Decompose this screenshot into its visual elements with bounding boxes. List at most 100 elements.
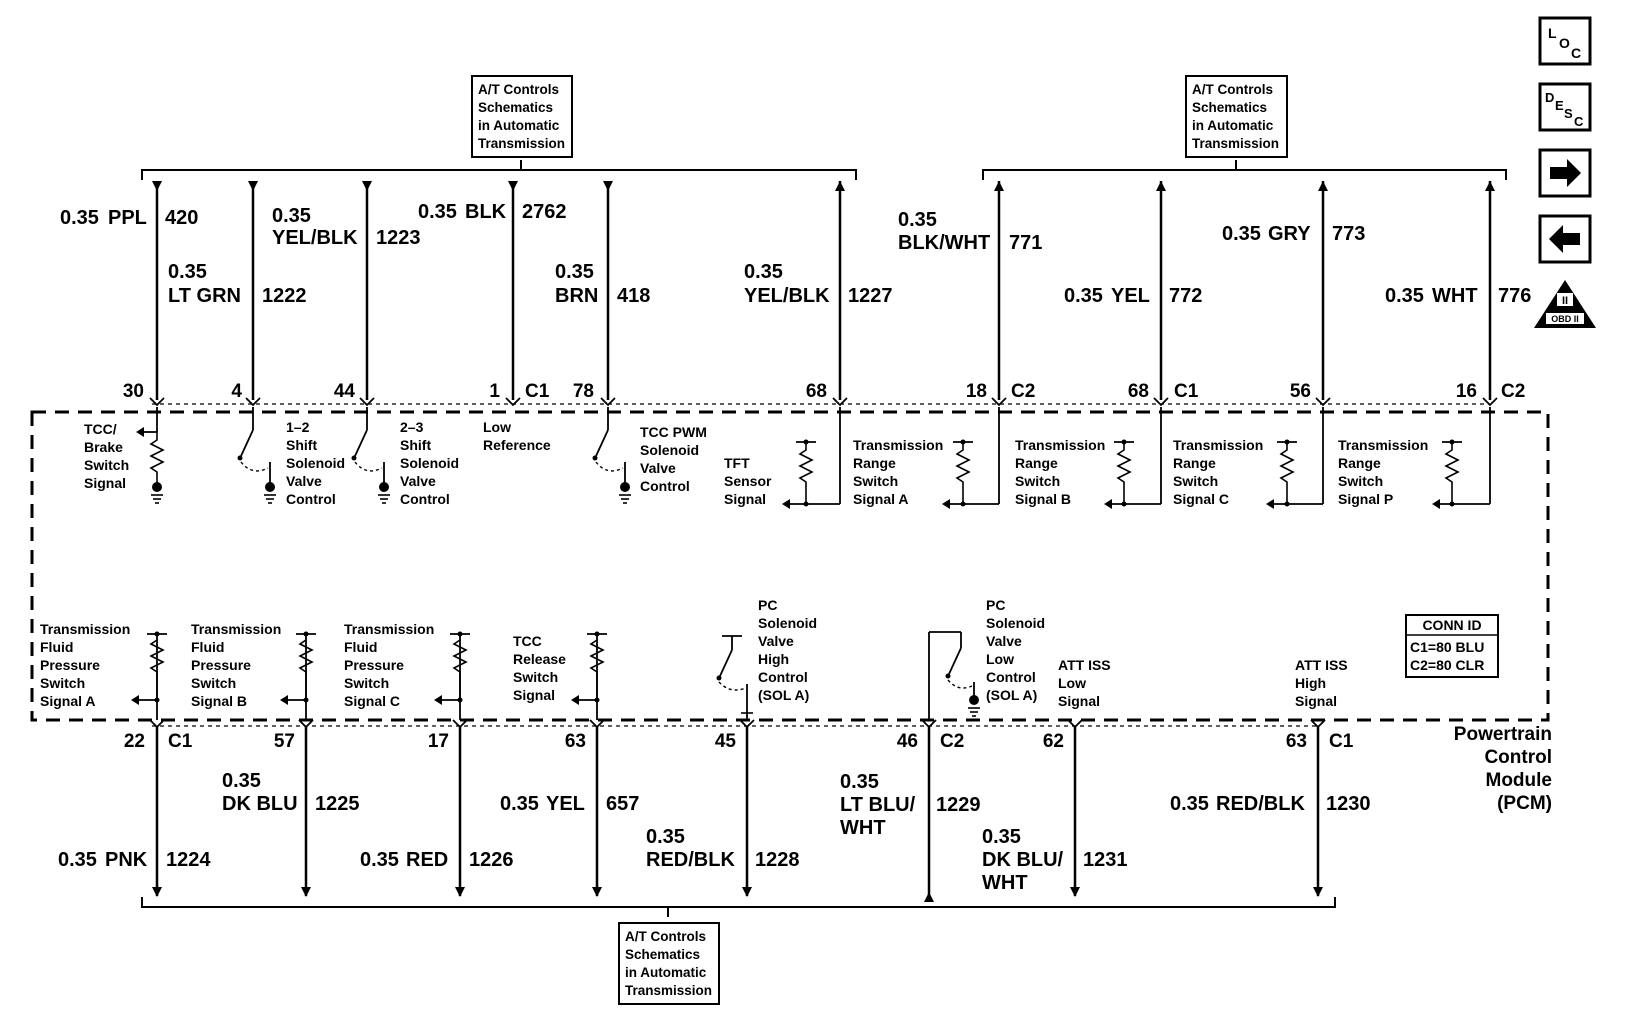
pin-number: 18 bbox=[966, 381, 987, 402]
loc-button[interactable]: L O C bbox=[1538, 16, 1592, 66]
wire-circuit: 1226 bbox=[469, 849, 514, 871]
wire-color: DK BLU/ bbox=[982, 849, 1064, 871]
pcm-boundary bbox=[30, 410, 1550, 722]
wire-circuit-773[interactable]: 0.35 GRY 773 56 bbox=[1222, 181, 1365, 407]
wire-circuit-2762[interactable]: 0.35 BLK 2762 1 C1 bbox=[418, 181, 567, 407]
wire-circuit-1222[interactable]: 0.35 LT GRN 1222 4 bbox=[168, 181, 307, 407]
wire-color-2: WHT bbox=[840, 817, 886, 839]
wire-color-2: WHT bbox=[982, 872, 1028, 894]
component-label: PC bbox=[986, 597, 1005, 613]
reference-line: A/T Controls bbox=[625, 929, 706, 944]
svg-text:Fluid: Fluid bbox=[191, 639, 224, 655]
next-button[interactable] bbox=[1538, 148, 1592, 198]
svg-text:Range: Range bbox=[853, 455, 896, 471]
wire-circuit-776[interactable]: 0.35 WHT 776 16 C2 bbox=[1385, 181, 1531, 407]
svg-text:Reference: Reference bbox=[483, 437, 551, 453]
connector-id: C1 bbox=[1329, 731, 1354, 752]
wire-color: BLK bbox=[465, 201, 507, 223]
wire-circuit-1230[interactable]: 63 C1 0.35 RED/BLK 1230 bbox=[1170, 719, 1371, 897]
svg-text:Control: Control bbox=[986, 669, 1036, 685]
wire-circuit-1223[interactable]: 0.35 YEL/BLK 1223 44 bbox=[272, 181, 421, 407]
wire-circuit-1225[interactable]: 57 0.35 DK BLU 1225 bbox=[222, 719, 360, 897]
wire-circuit: 1231 bbox=[1083, 849, 1128, 871]
pin-number: 68 bbox=[806, 381, 827, 402]
reference-box-top-left[interactable]: A/T Controls Schematics in Automatic Tra… bbox=[471, 75, 573, 158]
wire-color: LT BLU/ bbox=[840, 794, 916, 816]
svg-text:O: O bbox=[1559, 35, 1570, 51]
svg-text:Signal C: Signal C bbox=[344, 693, 400, 709]
svg-text:Signal: Signal bbox=[84, 475, 126, 491]
svg-text:Shift: Shift bbox=[286, 437, 317, 453]
reference-box-bottom[interactable]: A/T Controls Schematics in Automatic Tra… bbox=[618, 922, 720, 1005]
wire-circuit-1224[interactable]: 22 C1 0.35 PNK 1224 bbox=[58, 719, 211, 897]
arrow-left-icon bbox=[1549, 225, 1580, 253]
reference-box-top-right[interactable]: A/T Controls Schematics in Automatic Tra… bbox=[1185, 75, 1288, 158]
svg-text:Signal: Signal bbox=[1295, 693, 1337, 709]
reference-line: A/T Controls bbox=[478, 82, 559, 97]
svg-text:Valve: Valve bbox=[400, 473, 436, 489]
svg-text:Valve: Valve bbox=[986, 633, 1022, 649]
svg-text:Switch: Switch bbox=[853, 473, 898, 489]
component-label: PC bbox=[758, 597, 777, 613]
wire-color: BRN bbox=[555, 285, 598, 307]
desc-button[interactable]: D E S C bbox=[1538, 82, 1592, 132]
reference-line: Transmission bbox=[625, 983, 712, 998]
tcc-pwm-driver: TCC PWM Solenoid Valve Control bbox=[592, 407, 707, 504]
range-switch-b-circuit: Transmission Range Switch Signal B bbox=[1015, 407, 1162, 509]
wire-circuit-420[interactable]: 0.35 PPL 420 30 bbox=[60, 181, 198, 407]
svg-text:Switch: Switch bbox=[40, 675, 85, 691]
wire-circuit-772[interactable]: 0.35 YEL 772 68 C1 bbox=[1064, 181, 1202, 407]
wire-size: 0.35 bbox=[982, 826, 1021, 848]
svg-text:Signal: Signal bbox=[724, 491, 766, 507]
wire-circuit-771[interactable]: 0.35 BLK/WHT 771 18 C2 bbox=[898, 181, 1042, 407]
svg-text:Range: Range bbox=[1015, 455, 1058, 471]
wire-circuit: 1229 bbox=[936, 794, 981, 816]
wire-circuit-1227[interactable]: 0.35 YEL/BLK 1227 68 bbox=[744, 181, 893, 407]
reference-line: A/T Controls bbox=[1192, 82, 1273, 97]
svg-text:Fluid: Fluid bbox=[344, 639, 377, 655]
pin-number: 57 bbox=[274, 731, 295, 752]
connector-id: C2 bbox=[940, 731, 964, 752]
pin-number: 22 bbox=[124, 731, 145, 752]
wire-size: 0.35 bbox=[418, 201, 457, 223]
pin-number: 44 bbox=[334, 381, 356, 402]
wire-circuit-657[interactable]: 63 0.35 YEL 657 bbox=[500, 719, 639, 897]
reference-line: Schematics bbox=[625, 947, 700, 962]
pin-number: 1 bbox=[489, 381, 500, 402]
obd-ii-button[interactable]: II OBD II bbox=[1534, 280, 1596, 328]
svg-text:(SOL A): (SOL A) bbox=[758, 687, 809, 703]
svg-text:E: E bbox=[1555, 98, 1564, 113]
wire-color: BLK/WHT bbox=[898, 232, 990, 254]
wire-circuit: 1224 bbox=[166, 849, 211, 871]
pin-number: 45 bbox=[715, 731, 737, 752]
svg-text:Control: Control bbox=[286, 491, 336, 507]
desc-icon: D bbox=[1545, 90, 1554, 105]
pin-number: 78 bbox=[573, 381, 594, 402]
svg-text:Solenoid: Solenoid bbox=[986, 615, 1045, 631]
wire-circuit-1226[interactable]: 17 0.35 RED 1226 bbox=[360, 719, 514, 897]
conn-id-box: CONN ID C1=80 BLU C2=80 CLR bbox=[1405, 614, 1499, 678]
wire-size: 0.35 bbox=[60, 207, 99, 229]
conn-id-line: C1=80 BLU bbox=[1410, 639, 1484, 655]
svg-text:Valve: Valve bbox=[640, 460, 676, 476]
conn-id-title: CONN ID bbox=[1422, 617, 1481, 633]
svg-text:Switch: Switch bbox=[513, 669, 558, 685]
wire-circuit-1228[interactable]: 45 0.35 RED/BLK 1228 bbox=[646, 719, 800, 897]
range-switch-c-circuit: Transmission Range Switch Signal C bbox=[1173, 407, 1324, 509]
wire-circuit: 1225 bbox=[315, 793, 360, 815]
wire-size: 0.35 bbox=[222, 770, 261, 792]
svg-text:Signal: Signal bbox=[1058, 693, 1100, 709]
wire-circuit-1231[interactable]: 62 0.35 DK BLU/ WHT 1231 bbox=[982, 719, 1128, 897]
wire-size: 0.35 bbox=[646, 826, 685, 848]
prev-button[interactable] bbox=[1538, 214, 1592, 264]
tfp-switch-b-circuit: Transmission Fluid Pressure Switch Signa… bbox=[191, 621, 316, 720]
wire-circuit: 776 bbox=[1498, 285, 1531, 307]
wire-circuit: 773 bbox=[1332, 223, 1365, 245]
wire-circuit-418[interactable]: 0.35 BRN 418 78 bbox=[555, 181, 650, 407]
pin-number: 17 bbox=[428, 731, 449, 752]
shift-12-driver: 1–2 Shift Solenoid Valve Control bbox=[237, 407, 345, 507]
svg-text:Valve: Valve bbox=[286, 473, 322, 489]
svg-text:Pressure: Pressure bbox=[344, 657, 404, 673]
wire-circuit-1229[interactable]: 46 C2 0.35 LT BLU/ WHT 1229 bbox=[840, 719, 981, 902]
